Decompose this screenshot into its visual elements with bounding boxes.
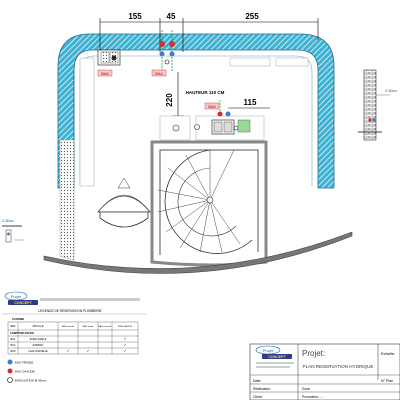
realisation-label: Réalisation <box>253 387 270 391</box>
spiral-staircase <box>150 140 268 267</box>
floor-pattern <box>59 139 75 261</box>
legend-header-hot: EAU chaude <box>62 325 75 328</box>
title-logo-top: Projet <box>263 348 274 353</box>
legend-header-article: ARTICLE <box>33 324 44 328</box>
left-elevation <box>2 225 24 243</box>
legend-header-evac: EVACUATION <box>118 325 132 328</box>
legend-block: Projet CONCEPT LEGENDE DE RESERVATION PL… <box>2 291 146 383</box>
right-elevation <box>358 69 390 141</box>
legend-symbol-label: EAU FROIDE <box>15 361 33 365</box>
tag-ba5: BA5 <box>208 104 216 109</box>
legend-row-mark: ✓ <box>124 343 127 347</box>
legend-title: LEGENDE DE RESERVATION PLOMBERIE <box>38 309 101 313</box>
legend-symbol-drain <box>7 377 13 383</box>
side-label-right: G-Bilan <box>385 89 397 93</box>
title-logo-bottom: CONCEPT <box>268 355 286 359</box>
legend-header-ref: REF <box>10 324 16 328</box>
dim-255: 255 <box>245 12 259 21</box>
projet-value: PLAN RESERVATION HYDRIQUE <box>303 364 374 369</box>
promoteur-label: Promoteur...... <box>302 395 324 399</box>
legend-row-mark: ✓ <box>67 349 70 353</box>
legend-symbol-label: EVACUATION Ø 40mm <box>15 379 47 383</box>
legend-row-ref: BA1 <box>11 337 16 341</box>
echelle-label: Echelle: <box>381 351 395 356</box>
legend-row-mark: ✓ <box>124 349 127 353</box>
legend-row-article: ROBINET <box>33 344 44 347</box>
dim-220: 220 <box>165 93 174 107</box>
legend-group: COMPTOIR OFFICE <box>10 331 34 335</box>
legend-section: CUISINE <box>12 317 24 321</box>
pipe-connections-ba4 <box>159 30 175 72</box>
tag-ba4: BA4 <box>155 71 163 76</box>
legend-logo-top: Projet <box>11 294 22 299</box>
legend-symbol-hot <box>7 368 13 374</box>
title-block: Projet CONCEPT Projet: PLAN RESERVATION … <box>249 343 400 400</box>
legend-row-article: LAVE-VAISSELLE <box>28 350 48 353</box>
dim-115: 115 <box>244 98 257 107</box>
legend-row-ref: BA4 <box>11 343 16 347</box>
legend-row-mark: ✓ <box>87 349 90 353</box>
dim-155: 155 <box>128 12 142 21</box>
zone-label: Zone <box>302 387 310 391</box>
table-and-chairs <box>97 177 151 228</box>
dim-45: 45 <box>167 12 176 21</box>
date-label: Date: <box>253 379 261 383</box>
curved-wall <box>43 231 353 274</box>
side-label-left: G-Bilan <box>2 219 14 223</box>
dimension-lines <box>99 18 319 117</box>
sink-ba5 <box>211 111 251 135</box>
client-label: Client <box>253 395 262 399</box>
legend-logo-bottom: CONCEPT <box>14 301 32 305</box>
legend-header-cold: EAU froide <box>83 325 94 328</box>
height-note: HAUTEUR 110 CM <box>186 90 225 95</box>
legend-header-drain: EAU évacuat. <box>98 325 112 328</box>
legend-symbol-label: EAU CHAUDE <box>15 370 35 374</box>
legend-symbol-cold <box>7 359 13 365</box>
legend-row-mark: ✓ <box>124 337 127 341</box>
sink-ba6 <box>97 49 121 66</box>
projet-label: Projet: <box>302 349 325 358</box>
tag-ba6: BA6 <box>101 71 109 76</box>
legend-row-article: EVIER SIMPLE <box>30 338 47 341</box>
plan-number-label: N° Plan <box>381 379 393 383</box>
cabinets <box>79 57 309 187</box>
legend-row-ref: BA5 <box>11 349 16 353</box>
